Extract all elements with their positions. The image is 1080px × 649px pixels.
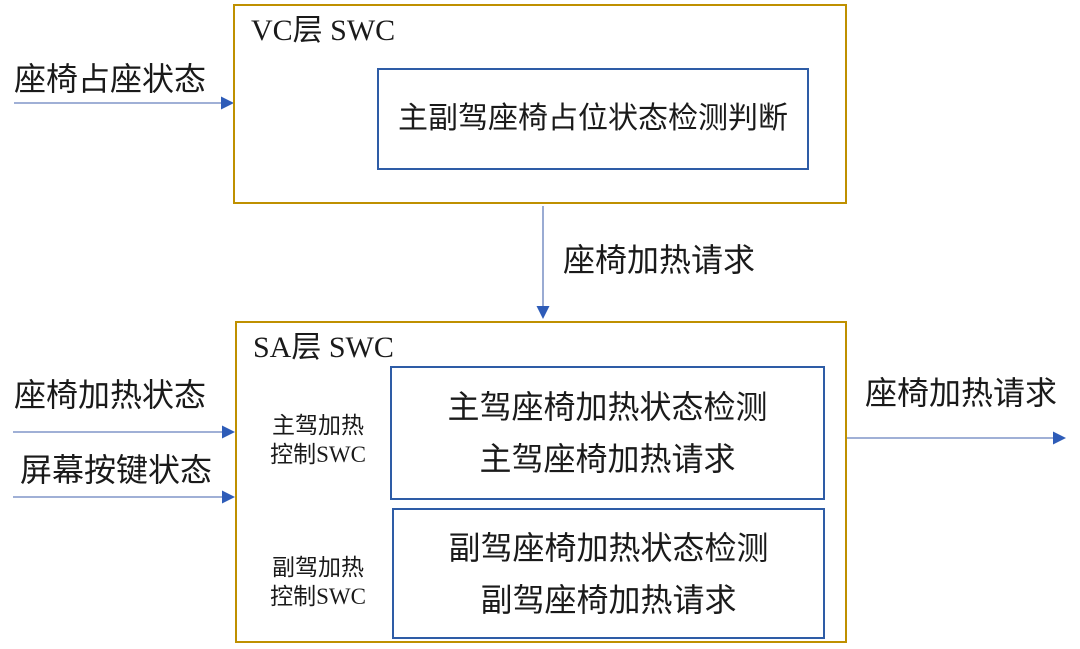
driver-heating-control-swc-label-line2: 控制SWC	[270, 442, 366, 467]
arrow-heating-request-vc-to-sa	[536, 206, 550, 319]
arrow-screen-button-into-sa	[13, 490, 235, 504]
passenger-seat-heating-box-line1: 副驾座椅加热状态检测	[448, 529, 769, 566]
driver-heating-control-swc-label-line1: 主驾加热	[272, 413, 364, 438]
passenger-seat-heating-box-line2: 副驾座椅加热请求	[480, 581, 737, 618]
passenger-heating-control-swc-label-line1: 副驾加热	[272, 555, 364, 580]
passenger-heating-control-swc-label: 副驾加热 控制SWC	[263, 553, 373, 611]
driver-heating-control-swc-label: 主驾加热 控制SWC	[263, 411, 373, 469]
label-seat-heating-status: 座椅加热状态	[14, 377, 207, 413]
vc-occupancy-detection-text: 主副驾座椅占位状态检测判断	[398, 102, 788, 135]
vc-layer-box: VC层 SWC 主副驾座椅占位状态检测判断	[233, 4, 847, 204]
driver-seat-heating-box-line1: 主驾座椅加热状态检测	[447, 389, 768, 425]
passenger-heating-control-swc-label-line2: 控制SWC	[270, 584, 366, 609]
vc-occupancy-detection-box: 主副驾座椅占位状态检测判断	[377, 68, 809, 170]
arrow-heating-request-out-of-sa	[847, 431, 1066, 445]
driver-seat-heating-box-line2: 主驾座椅加热请求	[479, 441, 736, 477]
sa-layer-title: SA层 SWC	[253, 331, 394, 364]
label-screen-button-status: 屏幕按键状态	[20, 452, 213, 488]
driver-seat-heating-box: 主驾座椅加热状态检测 主驾座椅加热请求	[390, 366, 825, 500]
passenger-seat-heating-box: 副驾座椅加热状态检测 副驾座椅加热请求	[392, 508, 825, 639]
sa-layer-box: SA层 SWC 主驾加热 控制SWC 副驾加热 控制SWC 主驾座椅加热状态检测…	[235, 321, 847, 643]
vc-layer-title: VC层 SWC	[251, 14, 396, 47]
label-seat-occupancy-status: 座椅占座状态	[14, 61, 207, 97]
label-seat-heating-request-out: 座椅加热请求	[865, 375, 1058, 411]
arrow-heating-status-into-sa	[13, 425, 235, 439]
label-seat-heating-request-mid: 座椅加热请求	[563, 242, 756, 278]
arrow-seat-occupancy-into-vc	[14, 96, 234, 110]
